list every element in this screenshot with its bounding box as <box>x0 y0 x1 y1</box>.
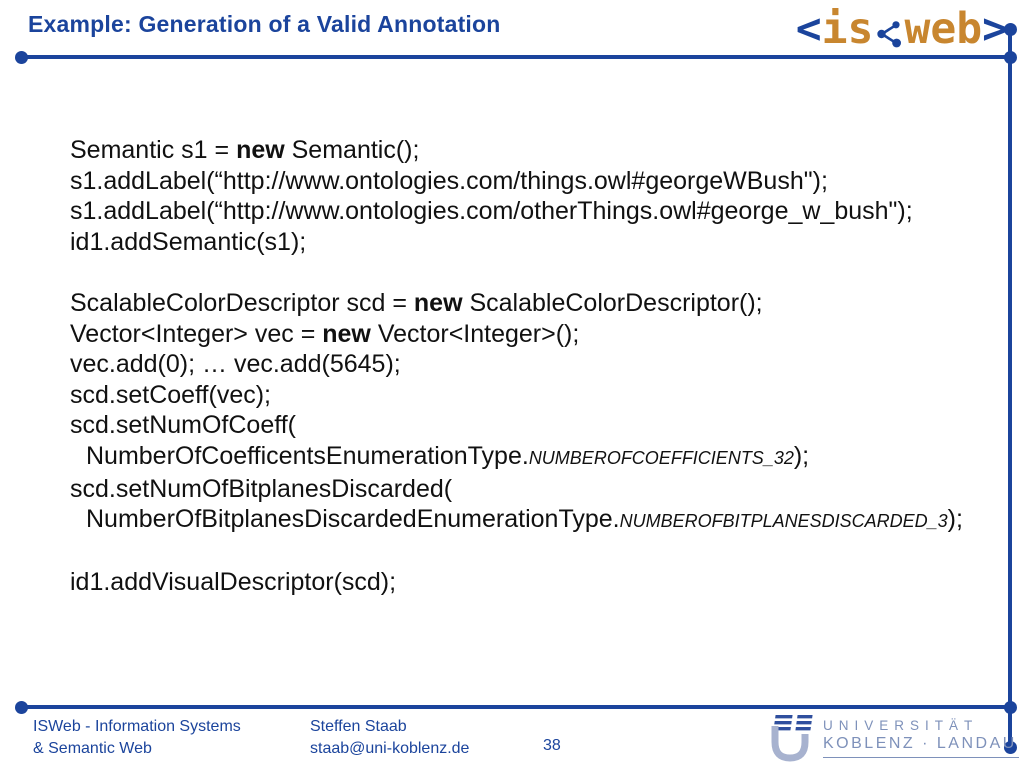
logo-is-text: is <box>821 4 874 54</box>
footer-divider-line <box>20 705 1010 709</box>
footer-organization-line2: & Semantic Web <box>33 739 152 757</box>
university-name-line2: KOBLENZ · LANDAU <box>823 735 1017 752</box>
code-line <box>70 257 963 288</box>
code-segment: Vector<Integer> vec = <box>70 319 323 348</box>
border-dot-top <box>1003 22 1017 36</box>
university-name: UNIVERSITÄT KOBLENZ · LANDAU <box>823 712 1019 758</box>
right-border-line <box>1008 28 1012 748</box>
code-line: scd.setNumOfCoeff( <box>70 410 963 441</box>
isweb-brand-logo: <is web> <box>796 2 1008 56</box>
border-dot-bottom <box>1003 740 1017 754</box>
code-segment: NumberOfCoefficentsEnumerationType. <box>86 441 529 470</box>
code-segment: ); <box>947 505 963 534</box>
code-line: NumberOfBitplanesDiscardedEnumerationTyp… <box>70 504 963 537</box>
code-line: id1.addSemantic(s1); <box>70 227 963 258</box>
code-segment: s1.addLabel(“http://www.ontologies.com/t… <box>70 166 828 195</box>
code-line: scd.setCoeff(vec); <box>70 380 963 411</box>
code-line: vec.add(0); … vec.add(5645); <box>70 349 963 380</box>
footer-author-name: Steffen Staab <box>310 718 407 735</box>
university-logo: UNIVERSITÄT KOBLENZ · LANDAU <box>766 712 1019 764</box>
code-segment: Semantic(); <box>284 136 420 164</box>
code-segment: new <box>322 319 371 348</box>
divider-dot-top-right <box>1003 50 1017 64</box>
code-line: ScalableColorDescriptor scd = new Scalab… <box>70 288 963 319</box>
code-segment: ScalableColorDescriptor(); <box>462 288 763 317</box>
code-segment: id1.addVisualDescriptor(scd); <box>70 568 397 597</box>
logo-open-bracket: < <box>795 4 822 54</box>
molecule-network-icon <box>877 21 902 48</box>
footer-author-email: staab@uni-koblenz.de <box>310 739 470 757</box>
code-segment: ScalableColorDescriptor scd = <box>70 288 414 317</box>
code-segment: NumberOfBitplanesDiscardedEnumerationTyp… <box>86 505 620 534</box>
code-segment: scd.setNumOfBitplanesDiscarded( <box>70 474 453 503</box>
code-block: Semantic s1 = new Semantic();s1.addLabel… <box>70 135 963 598</box>
code-line: scd.setNumOfBitplanesDiscarded( <box>70 474 963 505</box>
page-number: 38 <box>543 737 561 754</box>
code-segment: new <box>236 136 285 164</box>
code-line: id1.addVisualDescriptor(scd); <box>70 567 963 598</box>
footer-author: Steffen Staab staab@uni-koblenz.de <box>310 716 469 759</box>
university-u-mark-icon <box>771 715 813 762</box>
code-line: Vector<Integer> vec = new Vector<Integer… <box>70 319 963 350</box>
code-segment: new <box>413 288 463 317</box>
divider-dot-top-left <box>14 50 28 64</box>
code-segment: scd.setCoeff(vec); <box>70 380 272 409</box>
footer-organization-line1: ISWeb - Information Systems <box>33 718 241 735</box>
code-line: s1.addLabel(“http://www.ontologies.com/t… <box>70 166 963 197</box>
code-segment: NUMBEROFBITPLANESDISCARDED_3 <box>619 511 948 532</box>
logo-web-text: web <box>904 4 983 54</box>
code-segment: s1.addLabel(“http://www.ontologies.com/o… <box>70 197 913 226</box>
code-line <box>70 537 963 568</box>
university-name-line1: UNIVERSITÄT <box>823 718 979 733</box>
divider-dot-bottom-right <box>1003 700 1017 714</box>
code-segment: NUMBEROFCOEFFICIENTS_32 <box>528 447 794 468</box>
page-title: Example: Generation of a Valid Annotatio… <box>28 11 501 37</box>
footer-organization: ISWeb - Information Systems & Semantic W… <box>33 716 241 759</box>
code-line: s1.addLabel(“http://www.ontologies.com/o… <box>70 196 963 227</box>
header-divider-line <box>20 55 1010 59</box>
code-segment: vec.add(0); … vec.add(5645); <box>70 350 401 379</box>
divider-dot-bottom-left <box>14 700 28 714</box>
code-segment: Semantic s1 = <box>70 136 237 164</box>
code-line: Semantic s1 = new Semantic(); <box>70 135 963 166</box>
code-segment: ); <box>793 441 810 470</box>
code-line: NumberOfCoefficentsEnumerationType.NUMBE… <box>70 441 963 474</box>
code-segment: Vector<Integer>(); <box>370 319 580 348</box>
code-segment: id1.addSemantic(s1); <box>70 227 307 256</box>
code-segment: scd.setNumOfCoeff( <box>70 411 297 440</box>
